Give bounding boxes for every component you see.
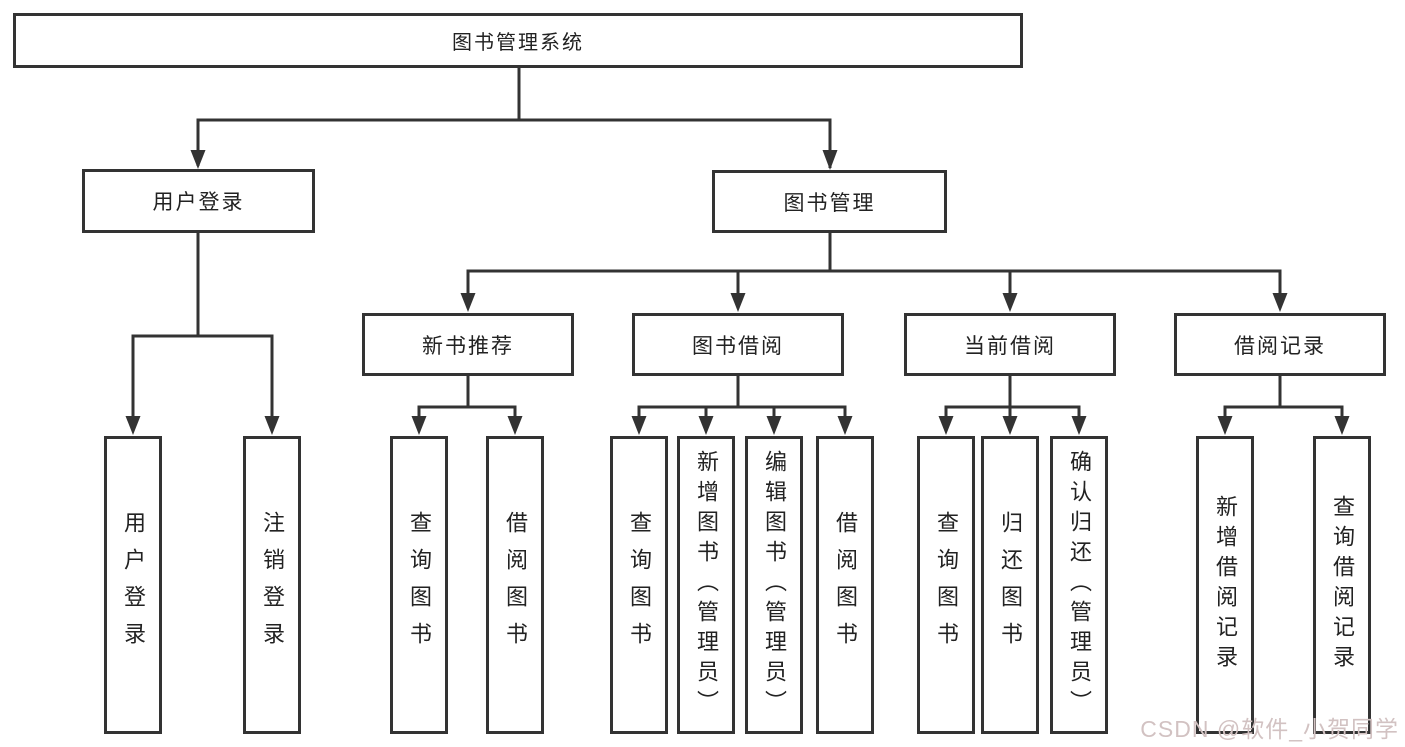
leaf-borrow-borrow-book: 借阅图书 <box>816 436 874 734</box>
leaf-current-confirm-return-admin-label: 确认归还（管理员） <box>1067 450 1092 720</box>
node-current-borrow: 当前借阅 <box>904 313 1116 376</box>
node-book-borrow: 图书借阅 <box>632 313 844 376</box>
leaf-record-query-record: 查询借阅记录 <box>1313 436 1371 734</box>
leaf-borrow-add-book-admin: 新增图书（管理员） <box>677 436 735 734</box>
node-book-management: 图书管理 <box>712 170 947 233</box>
node-user-login: 用户登录 <box>82 169 315 233</box>
leaf-borrow-edit-book-admin-label: 编辑图书（管理员） <box>762 450 787 720</box>
leaf-borrow-query-book: 查询图书 <box>610 436 668 734</box>
leaf-current-query-book: 查询图书 <box>917 436 975 734</box>
node-root-system: 图书管理系统 <box>13 13 1023 68</box>
leaf-borrow-add-book-admin-label: 新增图书（管理员） <box>694 450 719 720</box>
leaf-current-return-book-label: 归还图书 <box>998 511 1023 659</box>
leaf-borrow-query-book-label: 查询图书 <box>627 511 652 659</box>
leaf-user-login: 用户登录 <box>104 436 162 734</box>
leaf-borrow-edit-book-admin: 编辑图书（管理员） <box>745 436 803 734</box>
leaf-recommend-query-book: 查询图书 <box>390 436 448 734</box>
leaf-recommend-borrow-book: 借阅图书 <box>486 436 544 734</box>
leaf-record-add-record-label: 新增借阅记录 <box>1213 495 1238 675</box>
leaf-logout: 注销登录 <box>243 436 301 734</box>
leaf-recommend-query-book-label: 查询图书 <box>407 511 432 659</box>
node-new-book-recommend: 新书推荐 <box>362 313 574 376</box>
leaf-current-query-book-label: 查询图书 <box>934 511 959 659</box>
leaf-user-login-label: 用户登录 <box>121 511 146 659</box>
leaf-record-query-record-label: 查询借阅记录 <box>1330 495 1355 675</box>
leaf-recommend-borrow-book-label: 借阅图书 <box>503 511 528 659</box>
node-borrow-record: 借阅记录 <box>1174 313 1386 376</box>
leaf-borrow-borrow-book-label: 借阅图书 <box>833 511 858 659</box>
csdn-watermark: CSDN @软件_小贺同学 <box>1140 716 1399 742</box>
leaf-record-add-record: 新增借阅记录 <box>1196 436 1254 734</box>
leaf-logout-label: 注销登录 <box>260 511 285 659</box>
leaf-current-return-book: 归还图书 <box>981 436 1039 734</box>
leaf-current-confirm-return-admin: 确认归还（管理员） <box>1050 436 1108 734</box>
